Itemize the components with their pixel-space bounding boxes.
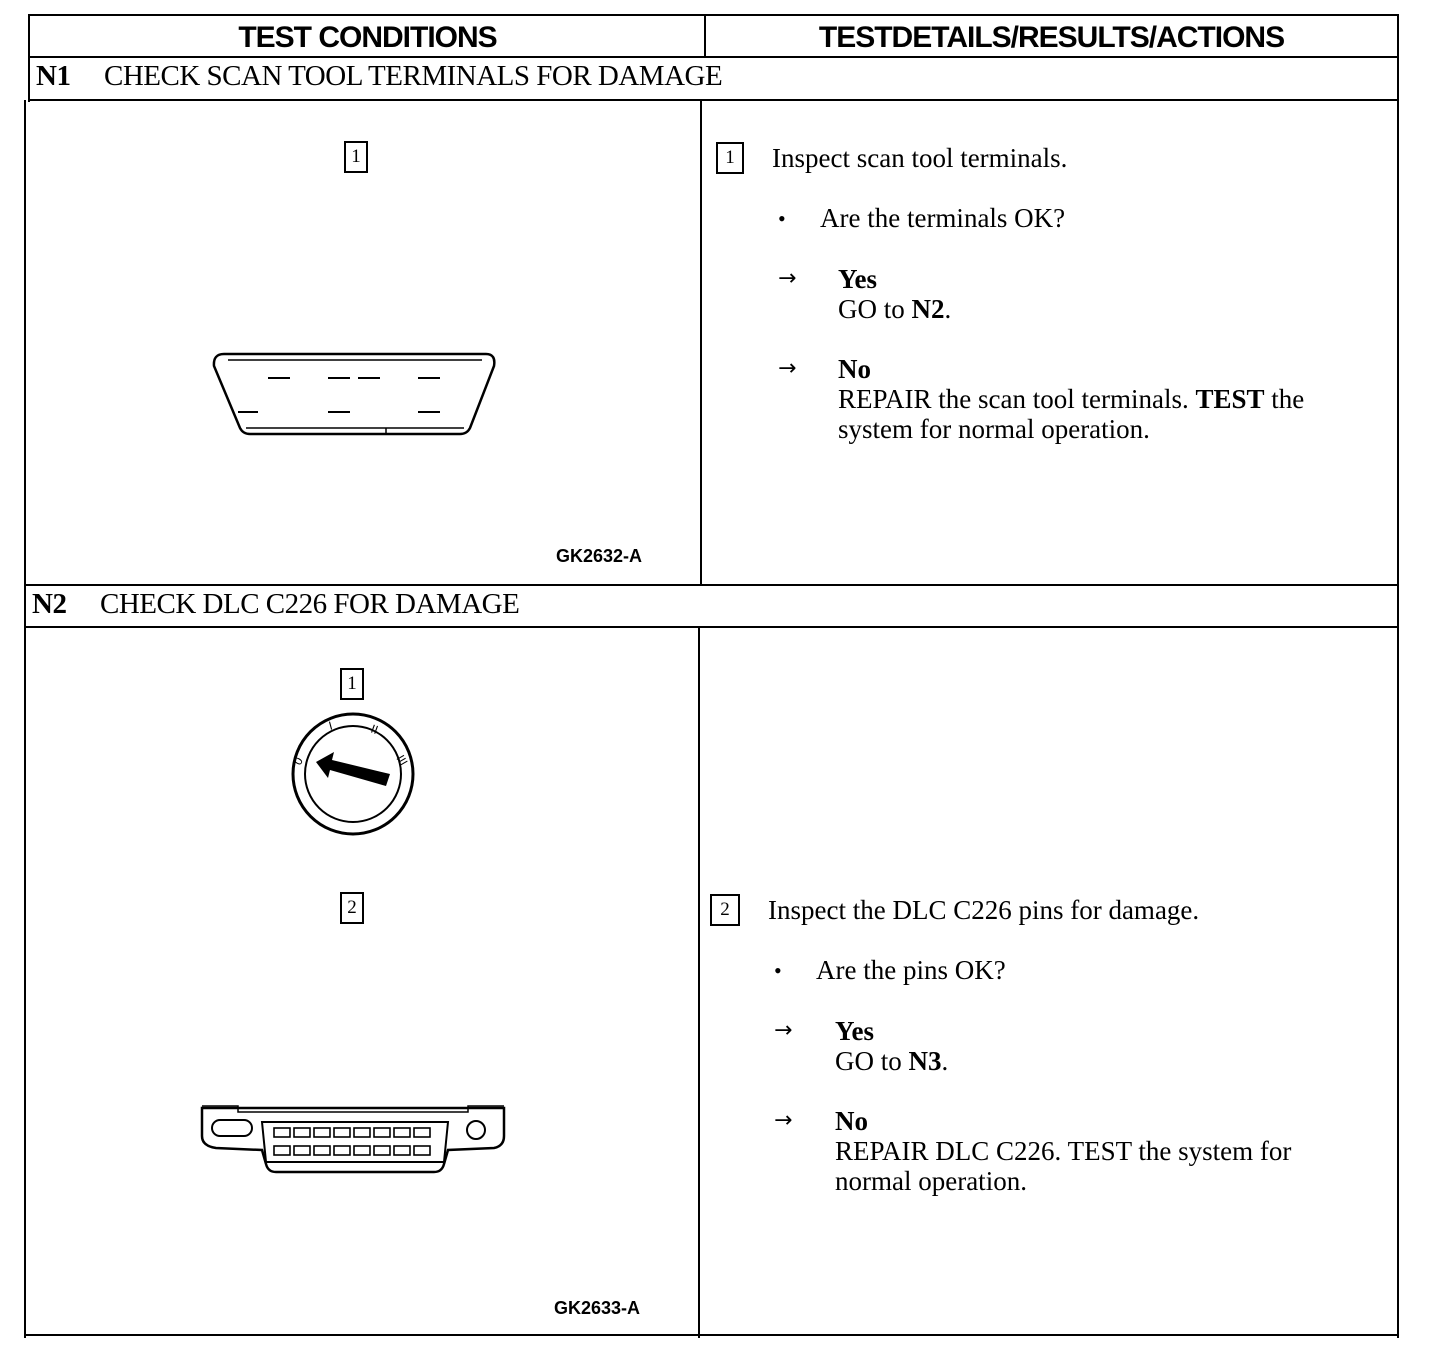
no-action-line2: system for normal operation. <box>838 414 1150 444</box>
test-details-header: TESTDETAILS/RESULTS/ACTIONS <box>818 21 1285 54</box>
no-action-text: the system for <box>1131 1136 1292 1166</box>
section-divider <box>28 99 1399 101</box>
yes-suffix: . <box>944 294 952 324</box>
scan-tool-connector-illustration <box>212 352 496 436</box>
table-header: TEST CONDITIONS TESTDETAILS/RESULTS/ACTI… <box>28 14 1399 58</box>
section-title-n2: N2 CHECK DLC C226 FOR DAMAGE <box>32 588 520 621</box>
column-divider <box>698 627 700 1338</box>
test-conditions-header: TEST CONDITIONS <box>238 21 497 54</box>
frame-line <box>1397 586 1399 1338</box>
step-instruction: Inspect the DLC C226 pins for damage. <box>768 895 1200 925</box>
result-yes: Yes GO to N3. <box>835 1016 948 1076</box>
no-action-text: the scan tool terminals. <box>931 384 1196 414</box>
yes-action: GO to N3. <box>835 1046 948 1076</box>
figure-step-box: 2 <box>340 892 364 924</box>
section-title-text: CHECK SCAN TOOL TERMINALS FOR DAMAGE <box>104 60 723 92</box>
step-number-box: 1 <box>716 142 744 174</box>
no-label: No <box>838 354 871 384</box>
no-action-line1: REPAIR DLC C226. TEST the system for <box>835 1136 1291 1166</box>
yes-action-text: GO to <box>835 1046 909 1076</box>
dlc-pin-row-bottom <box>273 1145 431 1156</box>
section-title-n1: N1 CHECK SCAN TOOL TERMINALS FOR DAMAGE <box>36 60 723 93</box>
section-divider <box>24 626 1399 628</box>
result-yes: Yes GO to N2. <box>838 264 951 324</box>
section-id: N2 <box>32 588 67 620</box>
no-action-test: TEST <box>1195 384 1265 414</box>
no-action-text: DLC C226. <box>928 1136 1068 1166</box>
no-action-text: the <box>1264 384 1305 414</box>
dlc-connector-illustration <box>200 1105 506 1174</box>
header-divider <box>704 16 706 56</box>
ignition-pos-2: II <box>369 722 380 737</box>
ignition-switch-icon: 0 I II III <box>290 712 415 836</box>
no-action-verb: REPAIR <box>838 384 932 414</box>
result-no: No REPAIR the scan tool terminals. TEST … <box>838 354 1304 444</box>
bullet-icon: • <box>778 206 786 231</box>
section-id: N1 <box>36 60 71 92</box>
no-label: No <box>835 1106 868 1136</box>
no-action-verb: REPAIR <box>835 1136 929 1166</box>
yes-action-text: GO to <box>838 294 912 324</box>
table-bottom-border <box>24 1334 1399 1336</box>
yes-label: Yes <box>838 264 877 294</box>
frame-line <box>24 586 26 1338</box>
arrow-right-icon: → <box>774 1018 793 1043</box>
arrow-right-icon: → <box>778 266 797 291</box>
dlc-pin-row-top <box>273 1127 431 1138</box>
ignition-pos-1: I <box>327 719 334 733</box>
result-no: No REPAIR DLC C226. TEST the system for … <box>835 1106 1291 1196</box>
yes-target: N3 <box>908 1046 942 1076</box>
step-question: Are the pins OK? <box>816 955 1006 985</box>
no-action-line1: REPAIR the scan tool terminals. TEST the <box>838 384 1304 414</box>
figure-step-box: 1 <box>344 141 368 173</box>
arrow-right-icon: → <box>774 1108 793 1133</box>
step-number-box: 2 <box>710 894 740 926</box>
arrow-right-icon: → <box>778 356 797 381</box>
frame-line <box>1397 56 1399 586</box>
section-divider <box>24 584 1399 586</box>
figure-code: GK2632-A <box>556 546 643 566</box>
column-divider <box>700 100 702 586</box>
yes-target: N2 <box>911 294 945 324</box>
yes-suffix: . <box>941 1046 949 1076</box>
frame-line <box>24 100 26 586</box>
yes-action: GO to N2. <box>838 294 951 324</box>
no-action-line2: normal operation. <box>835 1166 1027 1196</box>
bullet-icon: • <box>774 958 782 983</box>
section-title-text: CHECK DLC C226 FOR DAMAGE <box>100 588 520 620</box>
frame-line <box>28 56 30 102</box>
figure-code: GK2633-A <box>554 1298 641 1318</box>
figure-step-box: 1 <box>340 668 364 700</box>
step-question: Are the terminals OK? <box>820 203 1066 233</box>
step-instruction: Inspect scan tool terminals. <box>772 143 1068 173</box>
no-action-test: TEST <box>1067 1136 1132 1166</box>
yes-label: Yes <box>835 1016 874 1046</box>
